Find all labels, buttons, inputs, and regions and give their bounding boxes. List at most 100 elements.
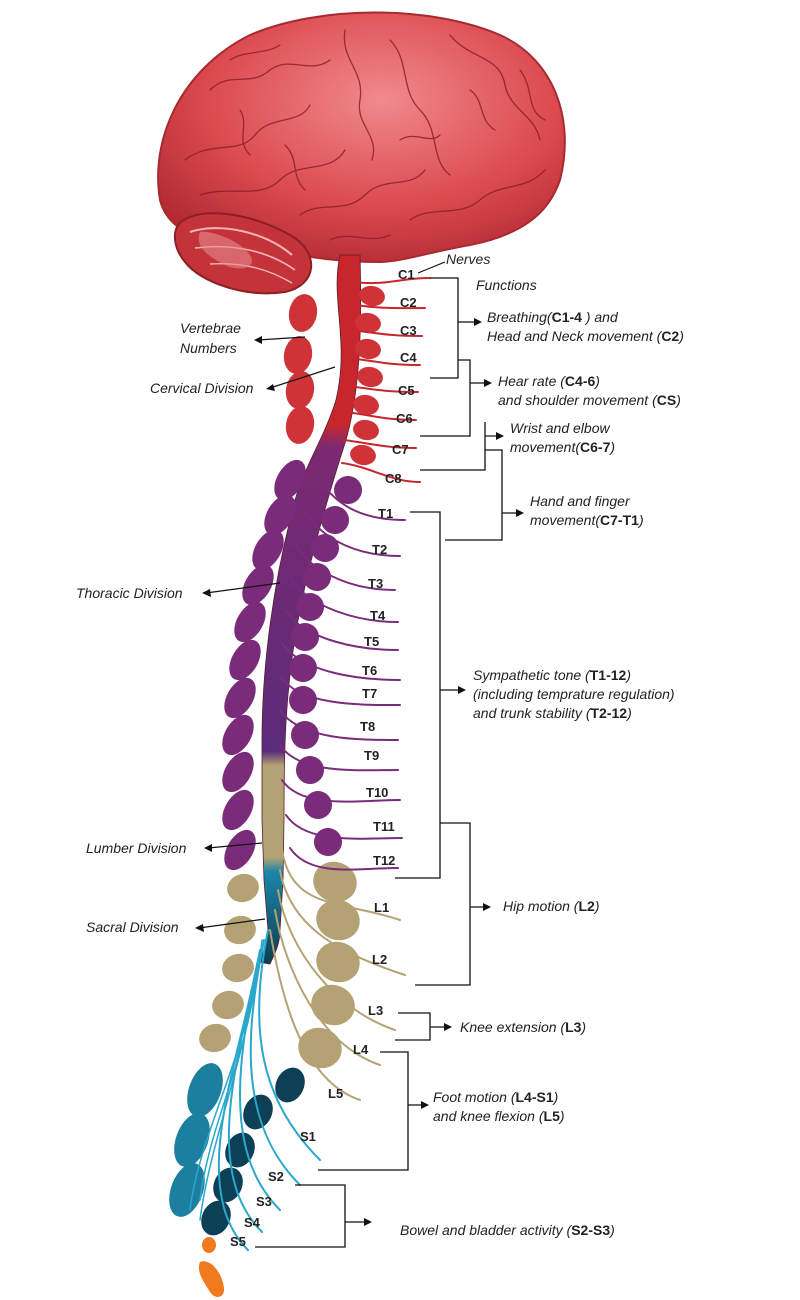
cervical-nerve — [354, 277, 431, 285]
thoracic-process — [264, 494, 296, 536]
function-text-segment: Hip motion ( — [503, 898, 580, 914]
thoracic-nerve — [281, 779, 401, 803]
nerve-label-c1: C1 — [398, 267, 415, 282]
cervical-nerve — [341, 462, 421, 483]
nerve-label-t12: T12 — [373, 853, 395, 868]
thoracic-nerve — [279, 709, 399, 741]
cervical-vertebra — [355, 338, 381, 360]
brain-gyri — [184, 29, 546, 241]
nerve-label-c7: C7 — [392, 442, 409, 457]
function-hip-motion: Hip motion (L2) — [503, 898, 599, 914]
nerve-label-l3: L3 — [368, 1003, 383, 1018]
vertebrae-numbers-label: Vertebrae — [180, 320, 241, 336]
function-text-segment: ) — [625, 705, 632, 721]
thoracic-vertebra — [291, 623, 319, 651]
function-foot-motion: Foot motion (L4-S1)and knee flexion (L5) — [433, 1089, 565, 1124]
function-text-segment: L3 — [565, 1019, 582, 1035]
division-arrows — [195, 336, 336, 932]
thoracic-nerve — [279, 744, 399, 772]
function-text-segment: ) — [552, 1089, 559, 1105]
thoracic-process — [229, 639, 261, 681]
function-text-segment: ) — [608, 439, 615, 455]
sacral-nerve — [217, 969, 257, 1251]
lumbar-nerve — [279, 869, 406, 976]
nerve-label-t1: T1 — [378, 506, 393, 521]
nerve-label-s3: S3 — [256, 1194, 272, 1209]
function-text-segment: and trunk stability ( — [473, 705, 592, 721]
thoracic-nerve — [285, 814, 403, 840]
function-text-segment: T2-12 — [591, 705, 628, 721]
function-text-segment: ) — [624, 667, 631, 683]
cervical-nerve — [347, 385, 419, 393]
thoracic-process — [242, 564, 274, 606]
nerve-label-c3: C3 — [400, 323, 417, 338]
thoracic-process — [252, 529, 284, 571]
function-text-segment: and shoulder movement ( — [498, 392, 658, 408]
cervical-nerve — [343, 439, 417, 449]
cervical-nerve — [345, 411, 417, 421]
nerve-label-t10: T10 — [366, 785, 388, 800]
function-text-segment: L2 — [578, 898, 595, 914]
nerve-label-l1: L1 — [374, 900, 389, 915]
function-text-segment: Bowel and bladder activity ( — [400, 1222, 573, 1238]
nerve-label-t7: T7 — [362, 686, 377, 701]
nerve-label-t8: T8 — [360, 719, 375, 734]
lumbar-nerve — [269, 929, 361, 1101]
sacral-process — [187, 1063, 223, 1117]
cervical-vertebra-body — [285, 406, 315, 444]
thoracic-nerve — [289, 847, 399, 871]
thoracic-process — [224, 677, 256, 719]
cervical-vertebra — [350, 444, 376, 466]
function-text-segment: Hear rate ( — [498, 373, 566, 389]
thoracic-nerve — [304, 511, 401, 557]
thoracic-vertebra — [311, 534, 339, 562]
function-heart-rate: Hear rate (C4-6)and shoulder movement (C… — [498, 373, 681, 408]
nerve-label-c5: C5 — [398, 383, 415, 398]
cervical-vertebra-body — [288, 294, 318, 332]
cervical-vertebra — [353, 419, 379, 441]
thoracic-vertebra — [289, 654, 317, 682]
sacral-vertebra — [201, 1200, 231, 1236]
coccyx-lower — [198, 1261, 225, 1297]
thoracic-vertebra — [291, 721, 319, 749]
thoracic-process — [234, 601, 266, 643]
nerve-label-t4: T4 — [370, 608, 386, 623]
lumbar-vertebra — [298, 1027, 342, 1069]
vertebrae — [169, 285, 385, 1236]
thoracic-vertebra — [314, 828, 342, 856]
thoracic-nerve — [294, 544, 396, 591]
thoracic-process — [222, 714, 254, 756]
function-text-segment: C7-T1 — [600, 512, 639, 528]
cervical-vertebra — [355, 312, 381, 334]
lumbar-vertebra — [316, 899, 360, 941]
function-text-segment: Knee extension ( — [460, 1019, 566, 1035]
function-bowel-bladder: Bowel and bladder activity (S2-S3) — [400, 1222, 615, 1238]
cervical-vertebra — [357, 366, 383, 388]
function-text-segment: ) — [579, 1019, 586, 1035]
lumbar-nerve — [281, 849, 401, 921]
cervical-division-label: Cervical Division — [150, 380, 254, 396]
function-text-segment: T1-12 — [590, 667, 627, 683]
nerve-label-t9: T9 — [364, 748, 379, 763]
vertebrae-numbers-label-2: Numbers — [180, 340, 237, 356]
function-text-segment: ) — [637, 512, 644, 528]
sacral-vertebra — [213, 1167, 243, 1203]
function-text-segment: C6-7 — [580, 439, 611, 455]
nerve-label-t6: T6 — [362, 663, 377, 678]
function-text-segment: ) — [674, 392, 681, 408]
nerve-label-c2: C2 — [400, 295, 417, 310]
function-text-segment: Foot motion ( — [433, 1089, 517, 1105]
function-text-segment: L4-S1 — [515, 1089, 553, 1105]
lumbar-process — [224, 915, 256, 945]
nerve-label-t11: T11 — [373, 819, 395, 834]
nerve-label-c8: C8 — [385, 471, 402, 486]
function-text-segment: ) — [593, 373, 600, 389]
function-text-segment: movement( — [530, 512, 601, 528]
lumbar-nerve — [277, 889, 396, 1031]
nerve-label-c4: C4 — [400, 350, 417, 365]
function-text-segment: Breathing( — [487, 309, 553, 325]
nerve-label-t5: T5 — [364, 634, 379, 649]
function-text-segment: Head and Neck movement ( — [487, 328, 663, 344]
